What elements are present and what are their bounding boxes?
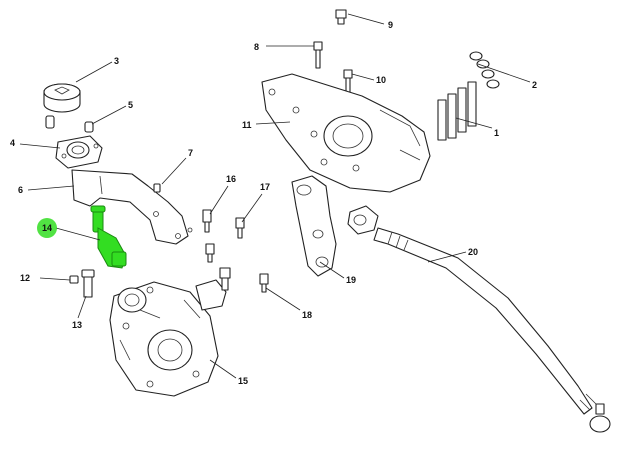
- callout-18[interactable]: 18: [302, 310, 312, 320]
- callout-20[interactable]: 20: [468, 247, 478, 257]
- part-5-fastener[interactable]: [45, 115, 94, 133]
- part-15-steering-gear[interactable]: [109, 279, 227, 397]
- callout-16[interactable]: 16: [226, 174, 236, 184]
- callout-1[interactable]: 1: [494, 128, 499, 138]
- callout-5[interactable]: 5: [128, 100, 133, 110]
- callout-4[interactable]: 4: [10, 138, 15, 148]
- callout-14[interactable]: 14: [42, 223, 52, 233]
- part-9-nut[interactable]: [335, 9, 347, 25]
- part-2-washers[interactable]: [469, 51, 500, 89]
- part-11-support[interactable]: [261, 73, 431, 193]
- callout-7[interactable]: 7: [188, 148, 193, 158]
- part-17-bolts[interactable]: [219, 217, 245, 291]
- callout-6[interactable]: 6: [18, 185, 23, 195]
- part-8-bolt[interactable]: [313, 41, 323, 69]
- part-20-drag-link[interactable]: [347, 205, 611, 433]
- part-10-bolt[interactable]: [343, 69, 353, 93]
- callout-15[interactable]: 15: [238, 376, 248, 386]
- callout-8[interactable]: 8: [254, 42, 259, 52]
- callout-14-highlight: [37, 218, 57, 238]
- part-16-bolts[interactable]: [202, 209, 215, 263]
- part-7-screw[interactable]: [153, 183, 161, 193]
- part-13-bolt[interactable]: [81, 269, 95, 298]
- callout-9[interactable]: 9: [388, 20, 393, 30]
- callout-13[interactable]: 13: [72, 320, 82, 330]
- part-4-flange[interactable]: [55, 135, 103, 169]
- part-19-pitman-arm[interactable]: [291, 175, 337, 277]
- callout-numbers: 1 2 3 4 5 6 7 8 9 10 11 12 13 14 15 16 1…: [10, 20, 537, 386]
- callout-19[interactable]: 19: [346, 275, 356, 285]
- part-18-bolt[interactable]: [259, 273, 269, 293]
- leader-lines: [19, 13, 531, 379]
- callout-2[interactable]: 2: [532, 80, 537, 90]
- part-12-nut[interactable]: [69, 275, 79, 284]
- callout-10[interactable]: 10: [376, 75, 386, 85]
- callout-3[interactable]: 3: [114, 56, 119, 66]
- part-6-bracket[interactable]: [71, 169, 193, 245]
- callout-11[interactable]: 11: [242, 120, 252, 130]
- part-3-cap[interactable]: [43, 83, 81, 113]
- callout-12[interactable]: 12: [20, 273, 30, 283]
- part-14-shaft[interactable]: [90, 205, 127, 269]
- part-1-bolts[interactable]: [437, 81, 477, 141]
- callout-17[interactable]: 17: [260, 182, 270, 192]
